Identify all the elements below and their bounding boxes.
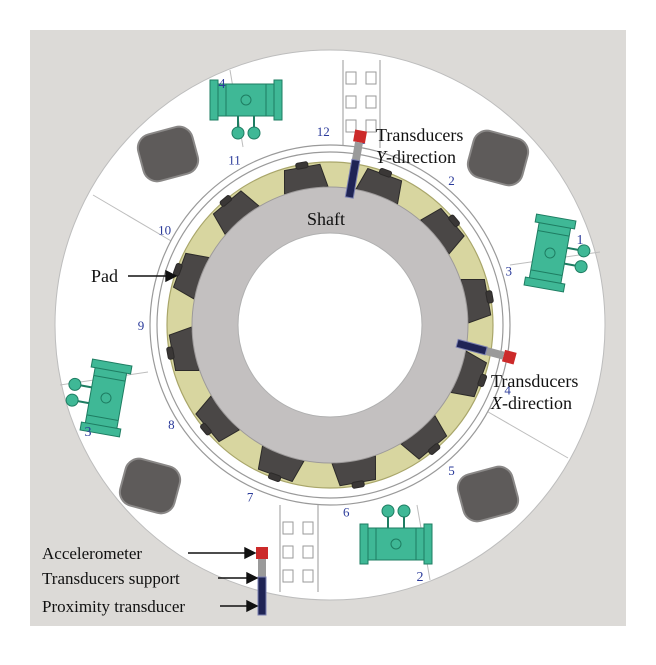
- hole-top-right: [466, 129, 530, 187]
- accelerometer-label: Accelerometer: [42, 544, 142, 563]
- transducers-y-title: Transducers: [376, 125, 463, 145]
- legend-transducer-support: [258, 559, 266, 577]
- transducer-y: [344, 129, 367, 199]
- shaker-number-2: 2: [417, 570, 424, 585]
- shaker-number-3: 3: [85, 425, 92, 440]
- sensor-slot-bottom: [279, 505, 319, 592]
- sensor-slot-top: [342, 60, 381, 148]
- actuators: 4 1 3 2: [65, 77, 591, 585]
- pad-number-9: 9: [138, 318, 145, 333]
- shaft-label: Shaft: [307, 209, 345, 229]
- pad-number-6: 6: [343, 504, 350, 519]
- pad-number-10: 10: [158, 223, 171, 238]
- shaker-number-1: 1: [577, 233, 584, 248]
- legend-proximity-transducer: [257, 576, 267, 616]
- transducers-support-label: Transducers support: [42, 569, 180, 588]
- transducers-x-direction: X-direction: [490, 393, 572, 413]
- transducers-x-title: Transducers: [491, 371, 578, 391]
- shaker-number-4: 4: [219, 77, 226, 92]
- pad-number-4: 4: [504, 383, 511, 398]
- pad-number-7: 7: [247, 489, 254, 504]
- housing-holes: [118, 125, 530, 523]
- shaker-actuator-1: [523, 213, 591, 293]
- shaft-bore: [237, 232, 423, 418]
- x-transducer-support: [485, 347, 505, 360]
- legend-accelerometer: [256, 547, 268, 559]
- transducer-x: [455, 338, 517, 365]
- shaker-actuator-3: [65, 358, 133, 438]
- hole-bottom-right: [456, 465, 520, 523]
- y-proximity-transducer: [344, 158, 361, 199]
- pad-number-12: 12: [317, 124, 330, 139]
- y-accelerometer: [353, 129, 367, 144]
- pad-number-11: 11: [228, 153, 241, 168]
- legend-transducer: [256, 547, 268, 616]
- x-proximity-transducer: [455, 338, 488, 356]
- annotation-arrows: [128, 269, 259, 613]
- pad-label: Pad: [91, 266, 118, 286]
- shaker-actuator-4: [209, 79, 283, 140]
- transducers-y-direction: Y-direction: [376, 147, 456, 167]
- hole-top-left: [136, 125, 200, 183]
- proximity-transducer-label: Proximity transducer: [42, 597, 185, 616]
- x-accelerometer: [501, 349, 517, 365]
- shaker-actuator-2: [359, 504, 433, 565]
- pad-number-5: 5: [448, 463, 455, 478]
- pad-7: [257, 445, 305, 483]
- y-transducer-support: [351, 141, 363, 161]
- hole-bottom-left: [118, 457, 182, 515]
- pad-number-2: 2: [448, 173, 455, 188]
- pad-number-8: 8: [168, 417, 175, 432]
- pad-number-3: 3: [506, 263, 513, 278]
